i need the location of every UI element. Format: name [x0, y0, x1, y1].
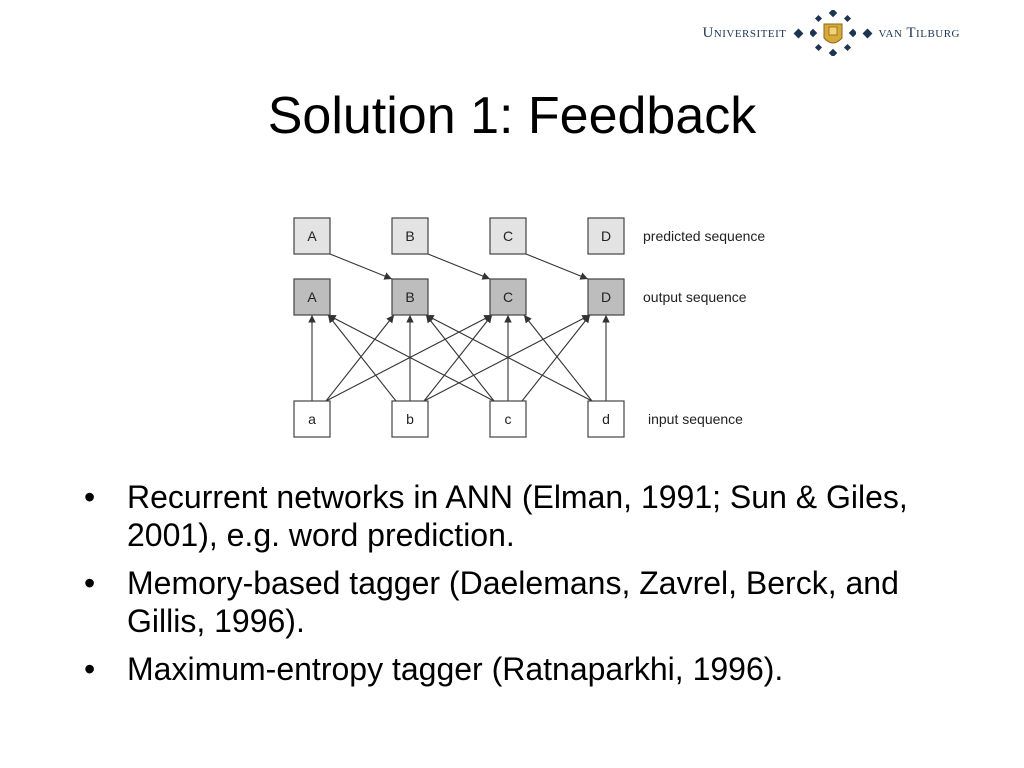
input-node: c — [489, 400, 527, 438]
connection-arrow — [423, 314, 591, 402]
bullet-marker: • — [84, 479, 96, 515]
connection-arrow — [525, 253, 589, 280]
input-node-label: c — [505, 411, 512, 427]
input-node-box — [587, 400, 625, 438]
predicted-node-box — [293, 217, 331, 255]
logo-text-right: van Tilburg — [878, 24, 960, 41]
bullet-marker: • — [84, 565, 96, 601]
bullet-marker: • — [84, 651, 96, 687]
output-node-label: C — [503, 289, 513, 305]
output-node-label: D — [601, 289, 611, 305]
output-node-box — [489, 278, 527, 316]
predicted-node-label: D — [601, 228, 611, 244]
predicted-node: B — [391, 217, 429, 255]
input-node: b — [391, 400, 429, 438]
bullet-item: • Recurrent networks in ANN (Elman, 1991… — [84, 478, 964, 554]
output-node: B — [391, 278, 429, 316]
output-node: D — [587, 278, 625, 316]
predicted-node-box — [391, 217, 429, 255]
output-node-label: B — [405, 289, 414, 305]
connection-arrow — [425, 314, 495, 402]
output-sequence-label: output sequence — [643, 289, 747, 305]
predicted-node-box — [489, 217, 527, 255]
output-node-label: A — [307, 289, 317, 305]
predicted-sequence-label: predicted sequence — [643, 228, 765, 244]
predicted-node: A — [293, 217, 331, 255]
feedback-network-diagram: A B C D A B C Da b c d predicted sequence output se… — [293, 217, 765, 438]
predicted-node-label: C — [503, 228, 513, 244]
logo-text-left: Universiteit — [702, 24, 787, 41]
connection-arrow — [325, 314, 493, 402]
bullet-text: Memory-based tagger (Daelemans, Zavrel, … — [127, 565, 899, 639]
output-node-box — [587, 278, 625, 316]
predicted-node-label: A — [307, 228, 317, 244]
output-node: C — [489, 278, 527, 316]
university-logo: Universiteit van Tilburg — [702, 10, 960, 56]
predicted-node-box — [587, 217, 625, 255]
input-node-box — [391, 400, 429, 438]
bullet-list: • Recurrent networks in ANN (Elman, 1991… — [84, 478, 964, 698]
predicted-node: D — [587, 217, 625, 255]
connection-arrow — [327, 314, 397, 402]
input-sequence-label: input sequence — [648, 411, 743, 427]
logo-diamond-icon — [793, 28, 803, 38]
bullet-item: • Memory-based tagger (Daelemans, Zavrel… — [84, 564, 964, 640]
input-node: a — [293, 400, 331, 438]
input-node-label: a — [308, 411, 316, 427]
bullet-text: Maximum-entropy tagger (Ratnaparkhi, 199… — [127, 651, 784, 687]
connection-arrow — [329, 253, 393, 280]
input-node-box — [293, 400, 331, 438]
output-node-box — [391, 278, 429, 316]
input-node: d — [587, 400, 625, 438]
input-node-box — [489, 400, 527, 438]
output-node: A — [293, 278, 331, 316]
bullet-text: Recurrent networks in ANN (Elman, 1991; … — [127, 479, 908, 553]
input-node-label: d — [602, 411, 610, 427]
output-node-box — [293, 278, 331, 316]
bullet-item: • Maximum-entropy tagger (Ratnaparkhi, 1… — [84, 650, 964, 688]
predicted-node: C — [489, 217, 527, 255]
connection-arrow — [523, 314, 593, 402]
connection-arrow — [423, 314, 493, 402]
connection-arrow — [325, 314, 395, 402]
connection-arrow — [425, 314, 593, 402]
logo-diamond-icon — [862, 28, 872, 38]
slide-title: Solution 1: Feedback — [267, 87, 757, 145]
connection-arrow — [427, 253, 491, 280]
connection-arrow — [327, 314, 495, 402]
predicted-node-label: B — [405, 228, 414, 244]
university-seal-icon — [809, 10, 856, 56]
connection-arrow — [521, 314, 591, 402]
input-node-label: b — [406, 411, 414, 427]
